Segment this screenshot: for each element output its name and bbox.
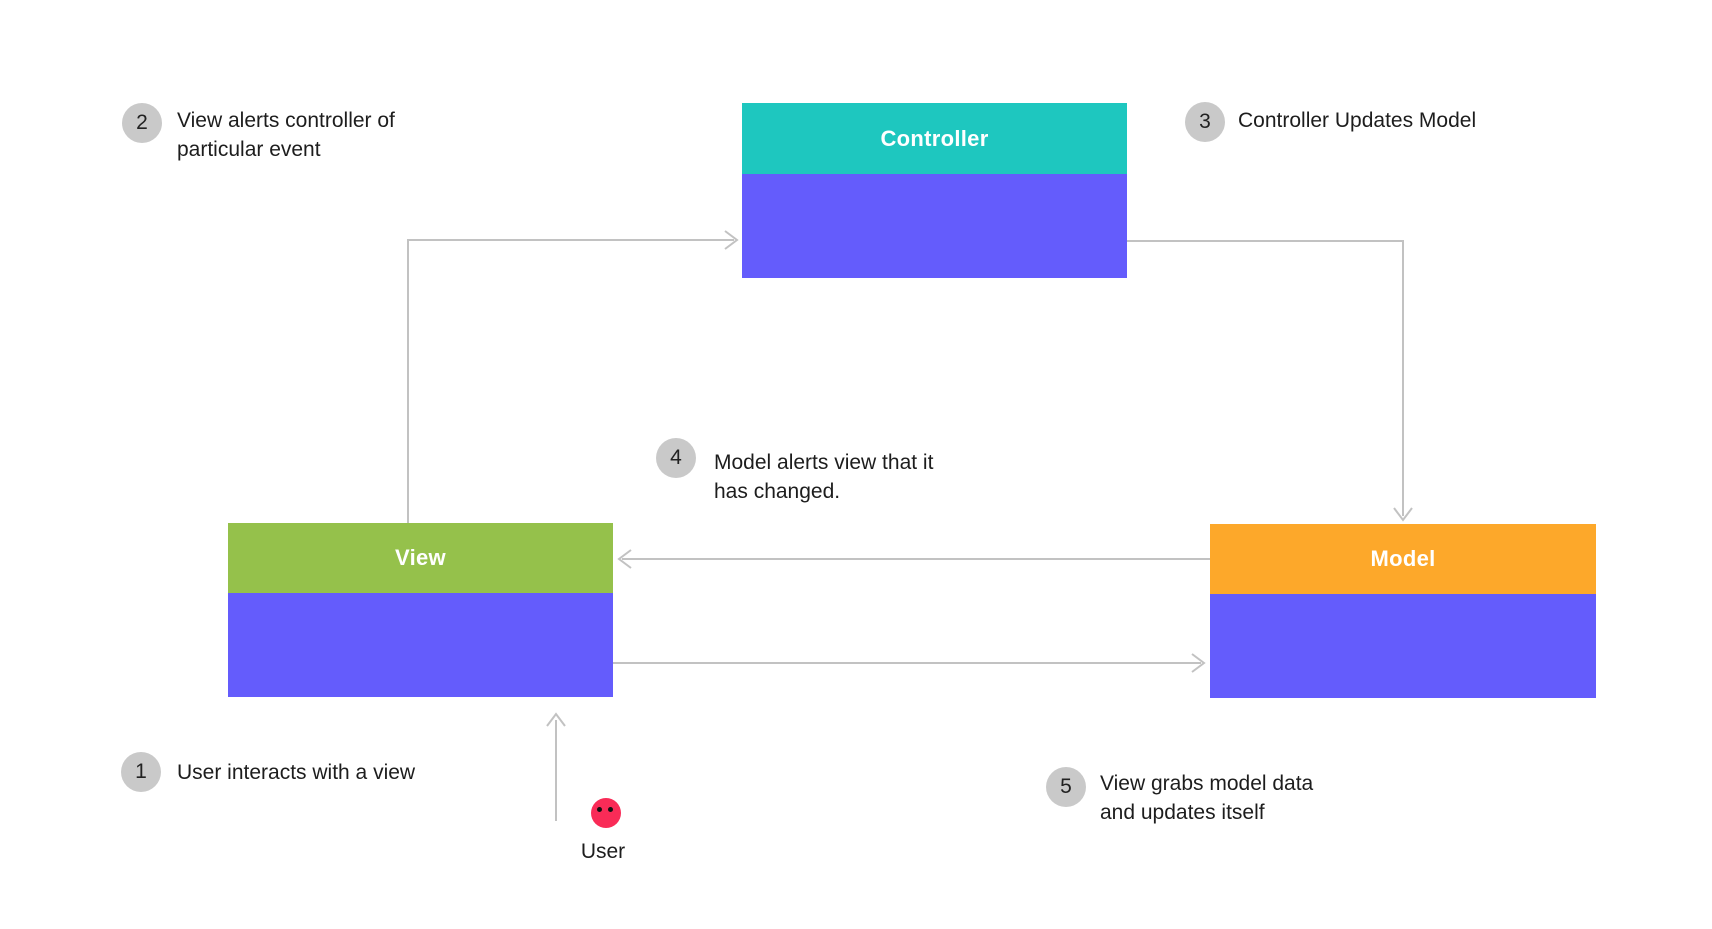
step-3-line-1: Controller Updates Model — [1238, 109, 1477, 132]
step-4-text: Model alerts view that it has changed. — [714, 448, 933, 506]
view-node: View — [228, 523, 613, 697]
user-label: User — [580, 840, 626, 863]
step-2-badge: 2 — [122, 103, 162, 143]
user-eye-left-icon — [597, 807, 602, 812]
step-4-line-1: Model alerts view that it — [714, 451, 934, 474]
step-4-line-2: has changed. — [714, 480, 841, 503]
step-1-line-1: User interacts with a view — [177, 761, 416, 784]
step-1-text: User interacts with a view — [177, 758, 415, 787]
step-4-badge: 4 — [656, 438, 696, 478]
model-body — [1210, 594, 1596, 698]
user-eye-right-icon — [608, 807, 613, 812]
view-body — [228, 593, 613, 697]
model-node: Model — [1210, 524, 1596, 698]
step-2-line-1: View alerts controller of — [177, 109, 395, 132]
controller-body — [742, 174, 1127, 278]
step-5-text: View grabs model data and updates itself — [1100, 769, 1313, 827]
arrow-view-to-controller — [407, 239, 734, 523]
step-5-line-1: View grabs model data — [1100, 772, 1314, 795]
step-2-line-2: particular event — [177, 138, 321, 161]
step-3-badge: 3 — [1185, 102, 1225, 142]
arrow-user-to-view-head-icon — [546, 712, 566, 727]
controller-node: Controller — [742, 103, 1127, 278]
step-2-text: View alerts controller of particular eve… — [177, 106, 395, 164]
model-label: Model — [1370, 546, 1436, 571]
step-3-text: Controller Updates Model — [1238, 106, 1476, 135]
step-5-line-2: and updates itself — [1100, 801, 1265, 824]
view-header: View — [228, 523, 613, 593]
controller-header: Controller — [742, 103, 1127, 174]
model-header: Model — [1210, 524, 1596, 594]
step-1-badge: 1 — [121, 752, 161, 792]
controller-label: Controller — [880, 125, 989, 151]
arrow-controller-to-model — [1127, 240, 1404, 516]
arrow-model-to-view-head-icon — [617, 549, 632, 569]
view-label: View — [395, 545, 446, 570]
arrow-controller-to-model-head-icon — [1393, 507, 1413, 522]
user-icon — [591, 798, 621, 828]
arrow-view-to-model-head-icon — [1191, 653, 1206, 673]
step-5-badge: 5 — [1046, 767, 1086, 807]
arrow-view-to-controller-head-icon — [724, 230, 739, 250]
